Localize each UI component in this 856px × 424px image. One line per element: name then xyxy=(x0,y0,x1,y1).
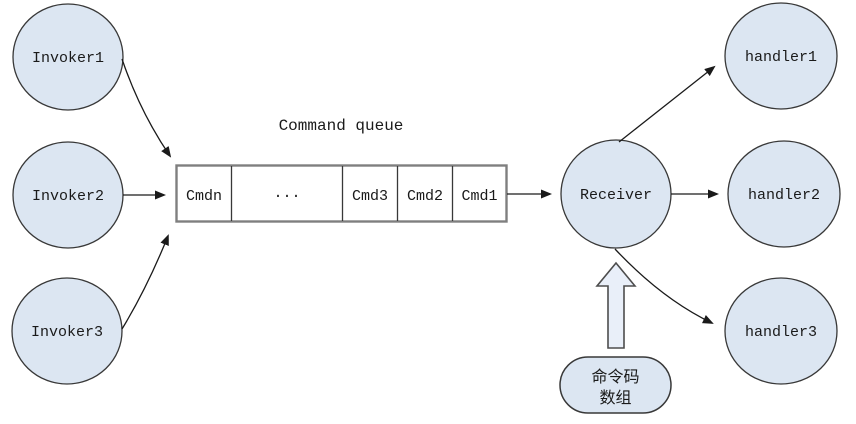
receiver-label: Receiver xyxy=(580,187,652,204)
handler1-label: handler1 xyxy=(745,49,817,66)
arrow-invoker3-to-queue xyxy=(121,234,169,330)
queue-cell-cmdn: Cmdn xyxy=(186,188,222,205)
invoker1-node xyxy=(12,3,124,111)
code-array-box-line2: 数组 xyxy=(599,389,631,408)
handler2-label: handler2 xyxy=(748,187,820,204)
command-queue-box xyxy=(175,164,508,223)
queue-title: Command queue xyxy=(279,117,404,135)
queue-cell-cmd2: Cmd2 xyxy=(407,188,443,205)
invoker3-label: Invoker3 xyxy=(31,324,103,341)
invoker1-label: Invoker1 xyxy=(32,50,104,67)
handler1-node xyxy=(724,2,838,110)
queue-cell-cmd1: Cmd1 xyxy=(461,188,497,205)
handler2-node xyxy=(727,140,841,248)
arrow-receiver-to-handler1 xyxy=(618,65,716,143)
queue-cell-ellipsis: ··· xyxy=(273,188,300,205)
fat-up-arrow xyxy=(595,261,637,349)
code-array-box-line1: 命令码 xyxy=(591,368,639,387)
handler3-node xyxy=(724,277,838,385)
arrow-invoker1-to-queue xyxy=(121,58,172,158)
queue-cell-cmd3: Cmd3 xyxy=(352,188,388,205)
handler3-label: handler3 xyxy=(745,324,817,341)
code-array-box xyxy=(559,356,672,414)
invoker3-node xyxy=(11,277,123,385)
invoker2-label: Invoker2 xyxy=(32,188,104,205)
arrow-receiver-to-handler3 xyxy=(614,248,714,324)
